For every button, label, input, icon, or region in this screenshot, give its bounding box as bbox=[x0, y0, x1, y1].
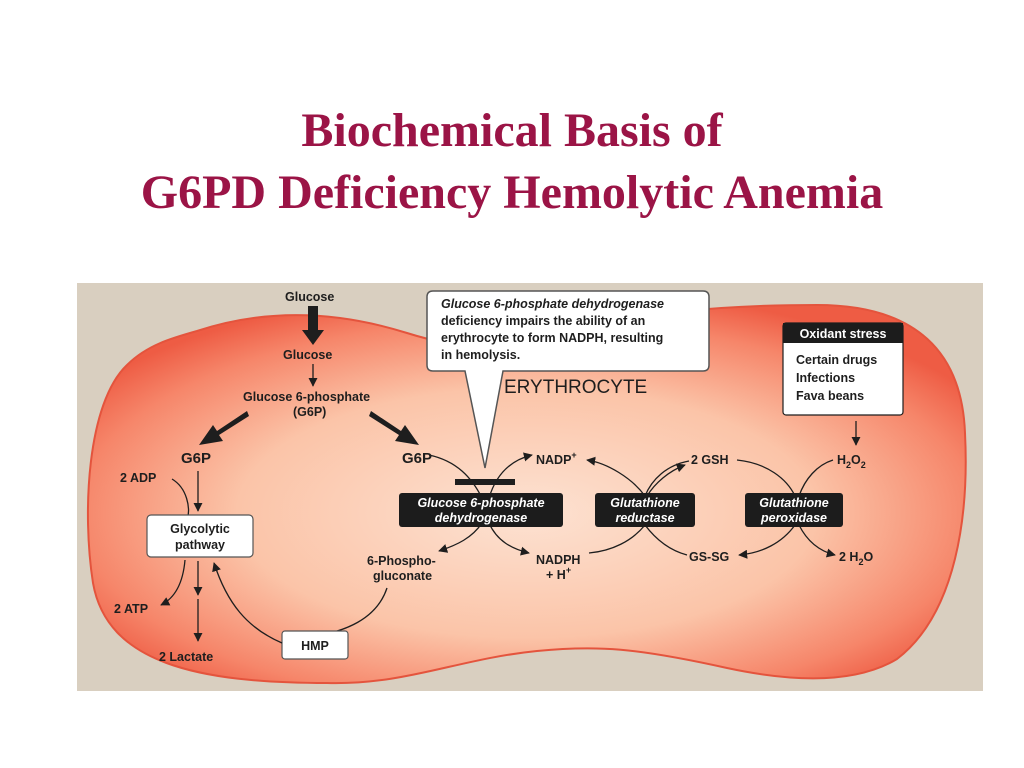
enzyme-to-nadph-arrow bbox=[488, 522, 530, 556]
g6p-left: G6P bbox=[181, 450, 211, 467]
phosphogluconate-line1: 6-Phospho- bbox=[367, 554, 436, 568]
gsh-to-peroxidase-curve bbox=[736, 459, 796, 497]
nadp-to-enzyme-curve bbox=[488, 452, 533, 499]
g6p-center-line1: Glucose 6-phosphate bbox=[243, 390, 370, 404]
peroxidase-line2: peroxidase bbox=[760, 511, 827, 525]
atp-arrow bbox=[160, 559, 186, 606]
h2o2-label: H2O2 bbox=[837, 453, 866, 470]
slide-title: Biochemical Basis of G6PD Deficiency Hem… bbox=[0, 100, 1024, 224]
peroxidase-to-gssg-arrow bbox=[738, 524, 796, 559]
reductase-to-nadp-arrow bbox=[586, 456, 646, 497]
g6p-right: G6P bbox=[402, 450, 432, 467]
callout-bubble bbox=[426, 290, 710, 469]
nadph-to-reductase-curve bbox=[588, 524, 646, 554]
g6pd-enzyme-box bbox=[399, 493, 563, 527]
g6p-to-enzyme-curve bbox=[428, 454, 483, 499]
hmp-box bbox=[281, 630, 349, 660]
oxidant-item-fava: Fava beans bbox=[796, 389, 864, 403]
oxidant-item-infections: Infections bbox=[796, 371, 855, 385]
oxidant-item-drugs: Certain drugs bbox=[796, 353, 877, 367]
g6pd-enzyme-line2: dehydrogenase bbox=[435, 511, 527, 525]
gsh-label: 2 GSH bbox=[691, 453, 729, 467]
hmp-to-glycolysis-arrow bbox=[212, 562, 283, 644]
glucose-transport-arrow bbox=[302, 306, 324, 345]
gssg-to-reductase-curve bbox=[644, 524, 688, 556]
cell-label: ERYTHROCYTE bbox=[504, 377, 647, 398]
phosphogluconate-line2: gluconate bbox=[373, 569, 432, 583]
nadph-label: NADPH bbox=[536, 553, 580, 567]
peroxidase-line1: Glutathione bbox=[759, 496, 828, 510]
title-line-2: G6PD Deficiency Hemolytic Anemia bbox=[140, 166, 884, 219]
callout-line2: deficiency impairs the ability of an bbox=[441, 314, 645, 328]
glycolytic-line2: pathway bbox=[175, 538, 225, 552]
atp-label: 2 ATP bbox=[114, 602, 148, 616]
glucose-inside: Glucose bbox=[283, 348, 332, 362]
reductase-to-gsh-arrow bbox=[646, 463, 686, 497]
water-label: 2 H2O bbox=[839, 550, 873, 567]
h-plus-label: + H+ bbox=[546, 565, 571, 582]
reductase-line1: Glutathione bbox=[610, 496, 679, 510]
glutathione-reductase-box bbox=[595, 493, 695, 527]
glutathione-peroxidase-box bbox=[745, 493, 843, 527]
title-line-1: Biochemical Basis of bbox=[301, 104, 723, 157]
reductase-line2: reductase bbox=[615, 511, 674, 525]
glycolytic-line1: Glycolytic bbox=[170, 522, 230, 536]
lactate-label: 2 Lactate bbox=[159, 650, 213, 664]
gsh-to-reductase-curve bbox=[644, 460, 690, 497]
adp-label: 2 ADP bbox=[120, 471, 156, 485]
glucose-outside: Glucose bbox=[285, 290, 334, 304]
g6pd-pathway-diagram: ERYTHROCYTE Glucose Glucose Glucose 6-ph… bbox=[77, 283, 983, 691]
peroxidase-to-water-arrow bbox=[798, 524, 836, 558]
oxidant-stress-title: Oxidant stress bbox=[800, 327, 887, 341]
g6pd-enzyme-line1: Glucose 6-phosphate bbox=[417, 496, 544, 510]
h2o2-to-peroxidase-curve bbox=[798, 459, 834, 497]
inhibition-bar bbox=[455, 479, 515, 485]
nadp-label: NADP+ bbox=[536, 450, 577, 467]
gssg-label: GS-SG bbox=[689, 550, 729, 564]
callout-line4: in hemolysis. bbox=[441, 348, 520, 362]
g6p-left-arrow bbox=[199, 411, 249, 445]
callout-line1: Glucose 6-phosphate dehydrogenase bbox=[441, 297, 664, 311]
hmp-label: HMP bbox=[301, 639, 329, 653]
g6p-right-arrow bbox=[369, 411, 419, 445]
oxidant-stress-header bbox=[783, 323, 903, 343]
glycolytic-pathway-box bbox=[146, 514, 254, 558]
callout-line3: erythrocyte to form NADPH, resulting bbox=[441, 331, 663, 345]
g6p-center-line2: (G6P) bbox=[293, 405, 326, 419]
